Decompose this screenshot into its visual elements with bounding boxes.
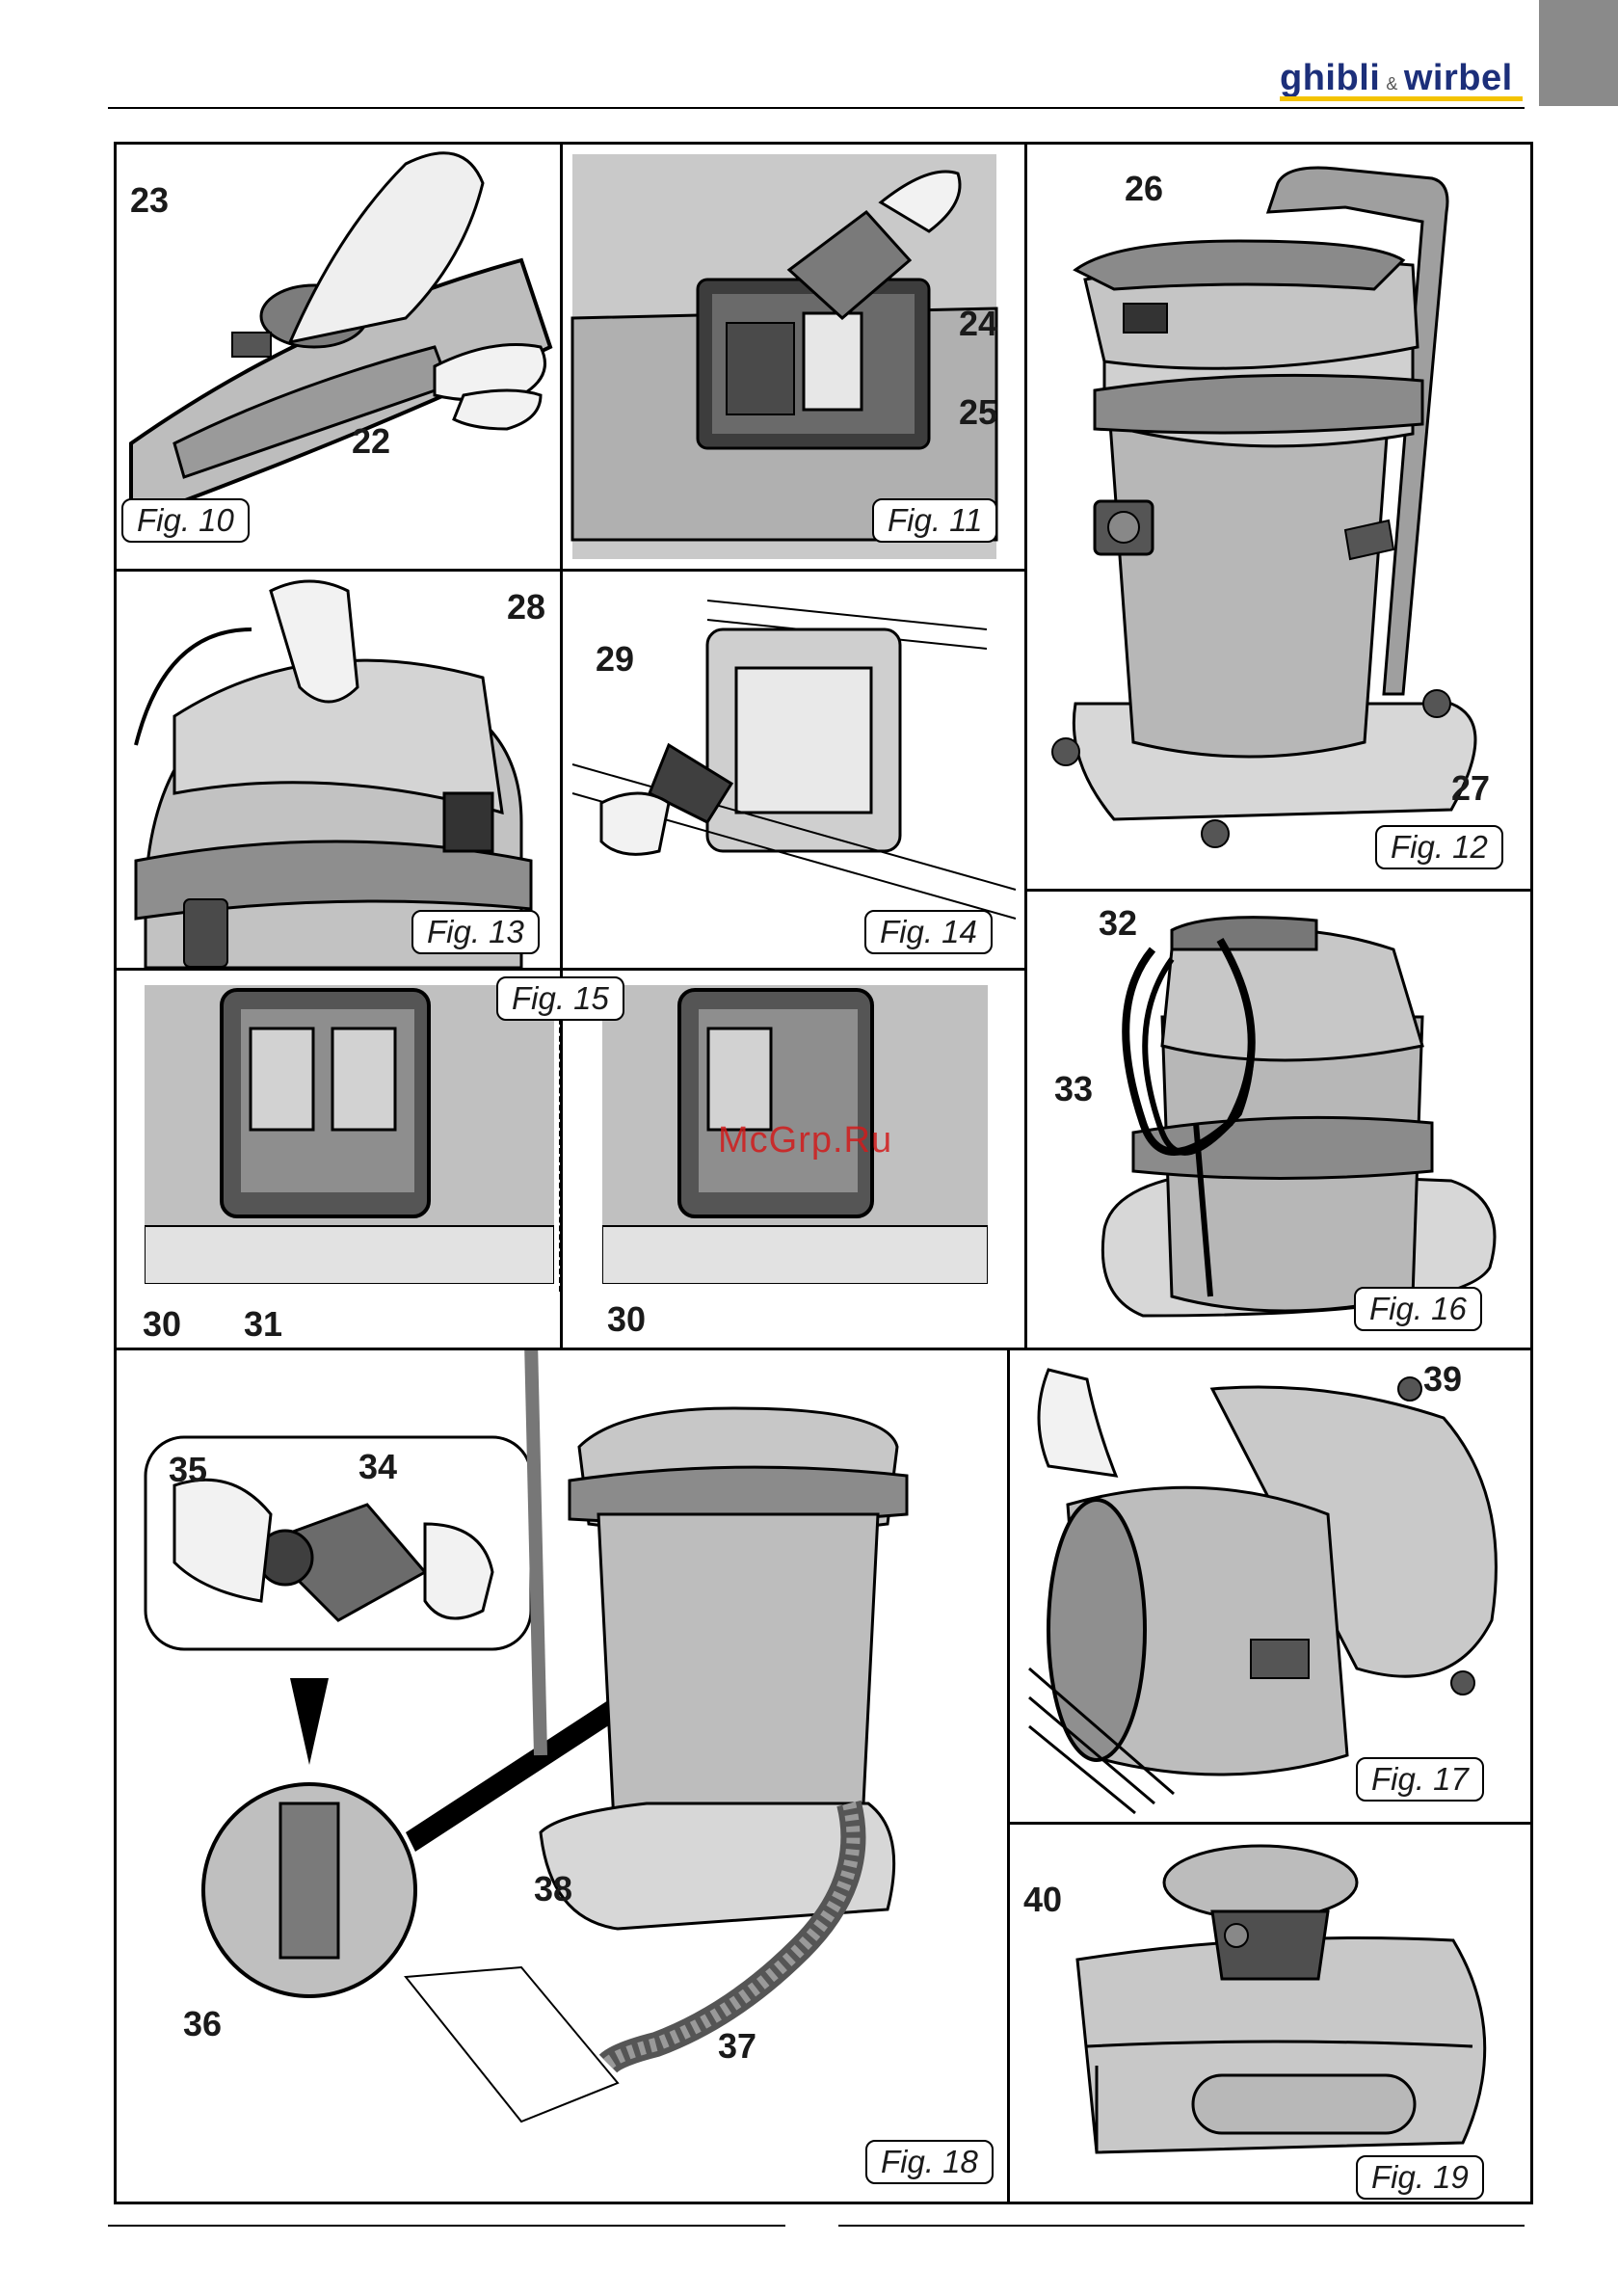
brand-ampersand: &	[1386, 74, 1398, 93]
fig15-label: Fig. 15	[496, 976, 624, 1021]
fig18-illustration	[117, 1350, 1007, 2203]
fig10-label: Fig. 10	[121, 498, 250, 543]
fig16-label: Fig. 16	[1354, 1287, 1482, 1331]
fig17-label: Fig. 17	[1356, 1757, 1484, 1802]
brand-logo: ghibli&wirbel	[1280, 58, 1513, 99]
callout-28: 28	[507, 590, 545, 625]
grid-divider	[115, 968, 1025, 971]
brand-name-left: ghibli	[1280, 58, 1380, 98]
callout-32: 32	[1099, 906, 1137, 941]
fig16-illustration	[1027, 892, 1532, 1345]
fig14-label: Fig. 14	[864, 910, 993, 954]
callout-23: 23	[130, 183, 169, 218]
page-tab-marker	[1539, 0, 1618, 106]
callout-35: 35	[169, 1453, 207, 1487]
callout-39: 39	[1423, 1362, 1462, 1397]
callout-24: 24	[959, 307, 997, 341]
footer-rule-left	[108, 2225, 785, 2227]
callout-22: 22	[352, 424, 390, 459]
callout-29: 29	[596, 642, 634, 677]
callout-38: 38	[534, 1872, 572, 1907]
fig14-illustration	[563, 572, 1024, 968]
fig13-illustration	[117, 572, 560, 968]
fig15a-illustration	[145, 985, 554, 1284]
fig17-illustration	[1010, 1350, 1532, 1822]
callout-33: 33	[1054, 1072, 1093, 1107]
callout-27: 27	[1451, 771, 1490, 806]
header-rule	[108, 107, 1525, 109]
callout-37: 37	[718, 2029, 756, 2064]
brand-name-right: wirbel	[1404, 58, 1513, 98]
callout-30: 30	[143, 1307, 181, 1342]
fig19-label: Fig. 19	[1356, 2155, 1484, 2200]
footer-rule-right	[838, 2225, 1525, 2227]
brand-underline	[1280, 96, 1523, 101]
fig15-divider	[559, 993, 562, 1292]
fig18-label: Fig. 18	[865, 2140, 994, 2184]
callout-31: 31	[244, 1307, 282, 1342]
callout-40: 40	[1023, 1882, 1062, 1917]
watermark: McGrp.Ru	[718, 1120, 892, 1161]
callout-34: 34	[358, 1450, 397, 1484]
fig12-label: Fig. 12	[1375, 825, 1503, 869]
fig11-label: Fig. 11	[872, 498, 997, 543]
callout-26: 26	[1125, 172, 1163, 206]
callout-36: 36	[183, 2007, 222, 2042]
callout-30-right: 30	[607, 1302, 646, 1337]
fig13-label: Fig. 13	[411, 910, 540, 954]
fig19-illustration	[1010, 1825, 1532, 2203]
callout-25: 25	[959, 395, 997, 430]
